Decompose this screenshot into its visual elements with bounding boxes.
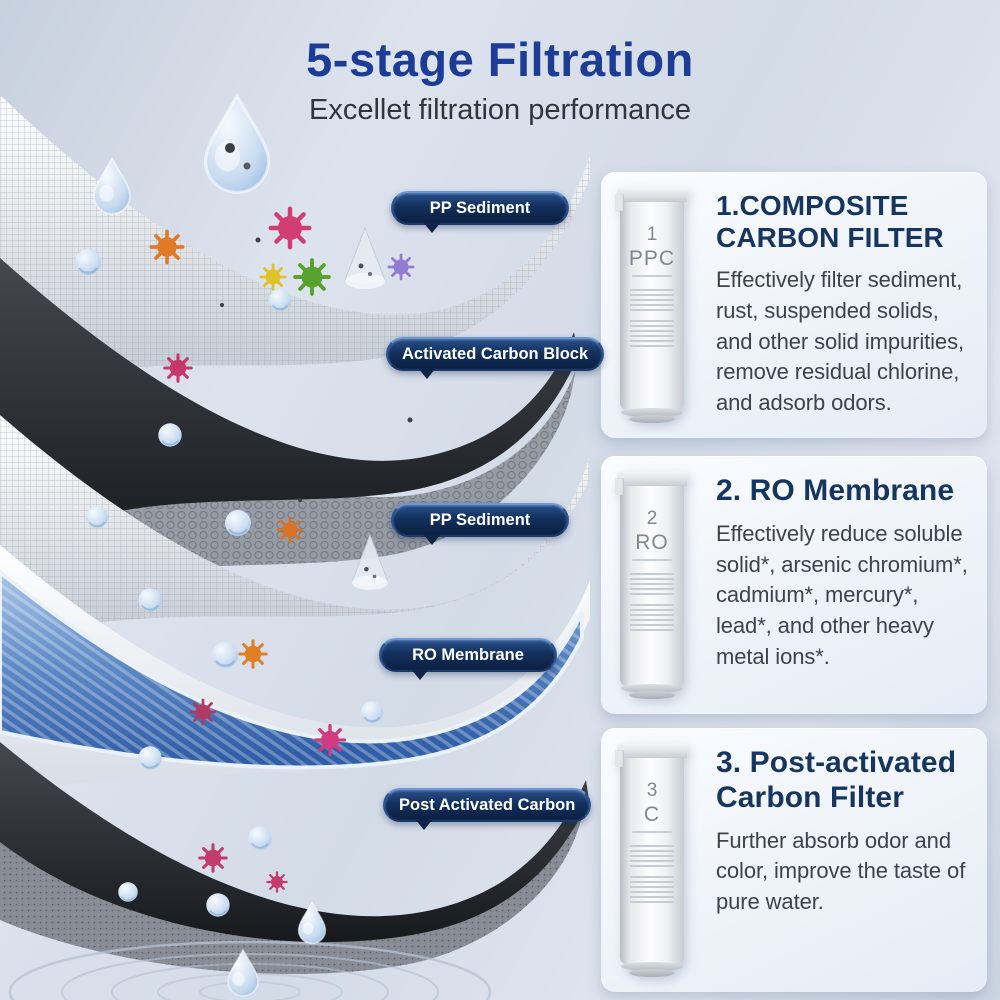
- card-title: 2. RO Membrane: [716, 474, 955, 507]
- card-description: Effectively filter sediment, rust, suspe…: [716, 266, 964, 416]
- cartridge-fineprint-block: [630, 319, 674, 347]
- filter-card-ro-membrane: 2 RO 2. RO Membrane Effectively reduce s…: [601, 456, 987, 714]
- cartridge-code: C: [643, 802, 661, 826]
- post-activated-carbon-layer: [0, 742, 589, 974]
- water-ripple: [8, 940, 492, 1000]
- water-droplets: [74, 94, 384, 997]
- cartridge-tab: [615, 194, 624, 211]
- cartridge-code: PPC: [628, 246, 676, 270]
- card-text: 2. RO Membrane Effectively reduce solubl…: [716, 471, 975, 699]
- cartridge-base-ring: [621, 684, 683, 693]
- cartridge-body: 3 C: [620, 758, 684, 964]
- virus-particles: [149, 209, 415, 893]
- filter-cartridge-1: 1 PPC: [614, 187, 690, 423]
- cartridge-fineprint-block: [630, 875, 674, 903]
- card-description: Further absorb odor and color, improve t…: [716, 827, 966, 915]
- card-title: 1.COMPOSITE CARBON FILTER: [716, 190, 944, 254]
- cartridge-cap: [617, 743, 687, 758]
- card-text: 3. Post-activated Carbon Filter Further …: [716, 743, 975, 977]
- cartridge-fineprint-line: [632, 558, 672, 561]
- filter-card-composite-carbon: 1 PPC 1.COMPOSITE CARBON FILTER Effectiv…: [601, 172, 987, 438]
- cartridge-fineprint-block: [630, 844, 674, 867]
- cartridge-code: RO: [635, 530, 669, 554]
- cartridge-base-ring: [621, 408, 683, 417]
- cartridge-base-ring: [629, 691, 675, 699]
- header: 5-stage Filtration Excellet filtration p…: [0, 32, 1000, 127]
- impurity-specks: [220, 237, 413, 502]
- layer-badge-pp-sediment-1: PP Sediment: [391, 191, 569, 233]
- layer-badge-label: RO Membrane: [412, 645, 524, 664]
- layer-badge-label: Post Activated Carbon: [399, 795, 576, 814]
- cartridge-fineprint-line: [632, 830, 672, 833]
- sediment-cone-icon: [351, 534, 389, 591]
- layer-badge-label: Activated Carbon Block: [402, 344, 589, 363]
- sediment-cone-icon: [344, 227, 386, 290]
- cartridge-number: 3: [646, 779, 658, 801]
- cartridge-base-ring: [629, 415, 675, 423]
- layer-badge-post-activated-carbon: Post Activated Carbon: [383, 788, 592, 830]
- layer-badge-activated-carbon-block: Activated Carbon Block: [386, 337, 605, 379]
- cartridge-body: 1 PPC: [620, 202, 684, 410]
- filter-cartridge-3: 3 C: [614, 743, 690, 977]
- cartridge-fineprint-line: [632, 274, 672, 277]
- filter-stage-cards: 1 PPC 1.COMPOSITE CARBON FILTER Effectiv…: [601, 0, 987, 1000]
- cartridge-fineprint-block: [630, 603, 674, 631]
- cartridge-body: 2 RO: [620, 486, 684, 686]
- cartridge-tab: [615, 750, 624, 767]
- filter-cartridge-2: 2 RO: [614, 471, 690, 699]
- cartridge-tab: [615, 478, 624, 495]
- page-subtitle: Excellet filtration performance: [309, 94, 691, 126]
- page-title: 5-stage Filtration: [306, 33, 694, 86]
- cartridge-base-ring: [621, 962, 683, 971]
- cartridge-cap: [617, 471, 687, 486]
- cartridge-fineprint-block: [630, 572, 674, 595]
- filter-card-post-activated-carbon: 3 C 3. Post-activated Carbon Filter Furt…: [601, 728, 987, 992]
- cartridge-cap: [617, 187, 687, 202]
- card-text: 1.COMPOSITE CARBON FILTER Effectively fi…: [716, 187, 975, 423]
- cartridge-base-ring: [629, 969, 675, 977]
- layer-badge-label: PP Sediment: [429, 198, 531, 217]
- cartridge-number: 2: [646, 507, 658, 529]
- layer-badge-label: PP Sediment: [429, 510, 531, 529]
- activated-carbon-layer: [0, 258, 578, 628]
- cartridge-number: 1: [646, 223, 658, 245]
- card-title: 3. Post-activated Carbon Filter: [716, 746, 957, 814]
- layer-badge-ro-membrane: RO Membrane: [379, 638, 557, 680]
- card-description: Effectively reduce soluble solid*, arsen…: [716, 520, 968, 669]
- cartridge-fineprint-block: [630, 288, 674, 311]
- layer-badge-pp-sediment-2: PP Sediment: [391, 503, 569, 545]
